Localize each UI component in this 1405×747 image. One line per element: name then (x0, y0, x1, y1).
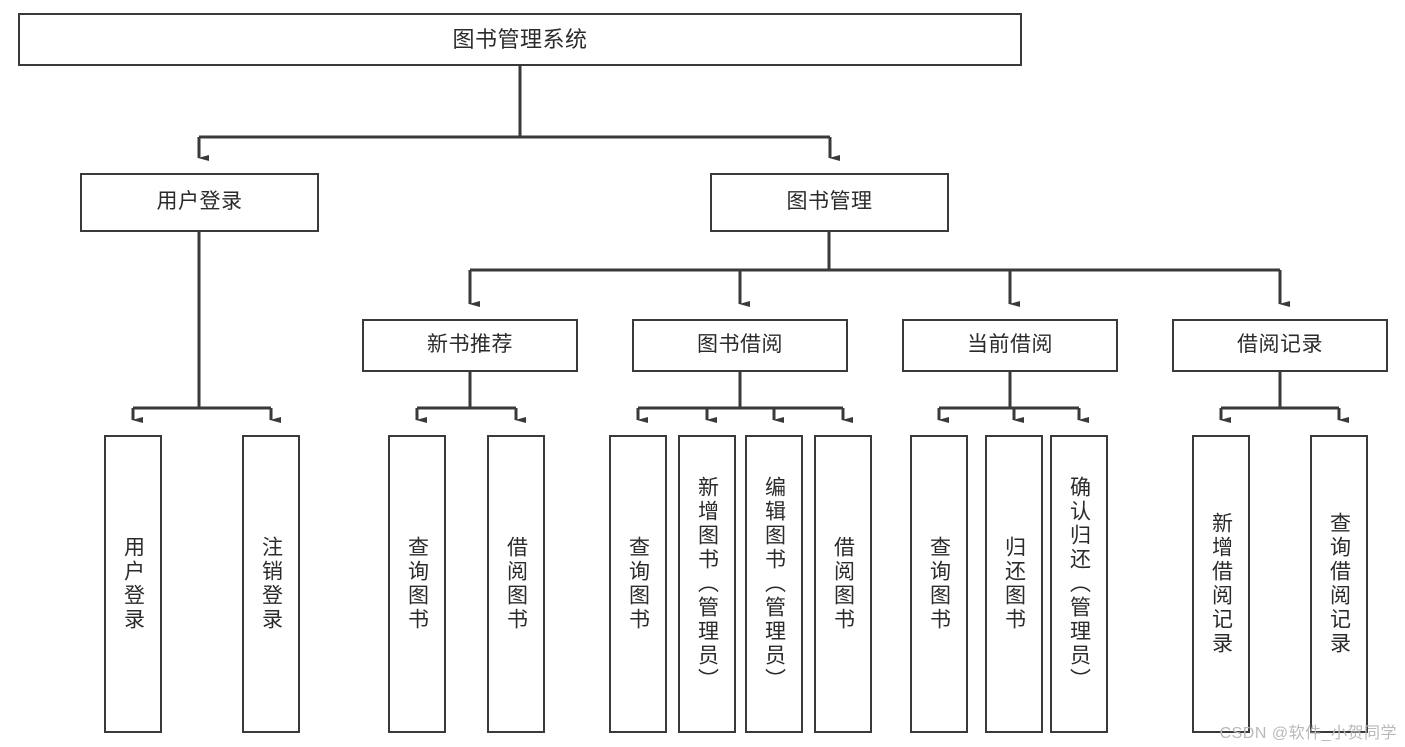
node-label: 借阅图书 (831, 536, 855, 632)
leaf-add-borrow-record[interactable]: 新增借阅记录 (1192, 435, 1250, 733)
leaf-query-borrow-record[interactable]: 查询借阅记录 (1310, 435, 1368, 733)
node-label: 查询图书 (927, 536, 951, 632)
leaf-add-book-admin[interactable]: 新增图书（管理员） (678, 435, 736, 733)
node-label: 图书管理系统 (452, 26, 588, 52)
leaf-return-book[interactable]: 归还图书 (985, 435, 1043, 733)
node-label: 查询图书 (405, 536, 429, 632)
node-label: 查询图书 (626, 536, 650, 632)
node-label: 图书借阅 (697, 333, 783, 357)
leaf-query-book-current[interactable]: 查询图书 (910, 435, 968, 733)
watermark-text: CSDN @软件_小贺同学 (1219, 725, 1397, 742)
node-user-login[interactable]: 用户登录 (80, 173, 319, 232)
node-label: 用户登录 (121, 536, 145, 632)
node-label: 当前借阅 (967, 333, 1053, 357)
node-book-borrow[interactable]: 图书借阅 (632, 319, 848, 372)
node-label: 注销登录 (259, 536, 283, 632)
node-label: 编辑图书（管理员） (762, 476, 786, 692)
node-book-manage[interactable]: 图书管理 (710, 173, 949, 232)
node-label: 用户登录 (156, 190, 243, 214)
leaf-query-book-borrow[interactable]: 查询图书 (609, 435, 667, 733)
node-current-borrow[interactable]: 当前借阅 (902, 319, 1118, 372)
leaf-user-login[interactable]: 用户登录 (104, 435, 162, 733)
node-root-system[interactable]: 图书管理系统 (18, 13, 1022, 66)
node-label: 借阅图书 (504, 536, 528, 632)
node-label: 新书推荐 (427, 333, 513, 357)
node-label: 新增借阅记录 (1209, 512, 1233, 656)
node-borrow-record[interactable]: 借阅记录 (1172, 319, 1388, 372)
leaf-borrow-book[interactable]: 借阅图书 (814, 435, 872, 733)
node-label: 图书管理 (786, 190, 873, 214)
leaf-confirm-return-admin[interactable]: 确认归还（管理员） (1050, 435, 1108, 733)
node-label: 新增图书（管理员） (695, 476, 719, 692)
node-label: 归还图书 (1002, 536, 1026, 632)
node-label: 借阅记录 (1237, 333, 1323, 357)
leaf-edit-book-admin[interactable]: 编辑图书（管理员） (745, 435, 803, 733)
node-label: 查询借阅记录 (1327, 512, 1351, 656)
leaf-borrow-book-recommend[interactable]: 借阅图书 (487, 435, 545, 733)
node-new-book-recommend[interactable]: 新书推荐 (362, 319, 578, 372)
leaf-logout[interactable]: 注销登录 (242, 435, 300, 733)
node-label: 确认归还（管理员） (1067, 476, 1091, 692)
leaf-query-book-recommend[interactable]: 查询图书 (388, 435, 446, 733)
